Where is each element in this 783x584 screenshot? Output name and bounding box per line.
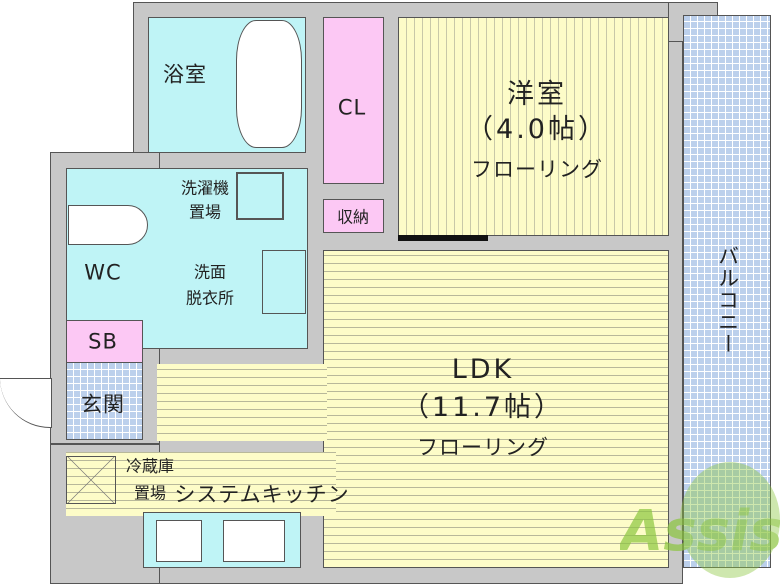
- washroom-label-2: 脱衣所: [185, 288, 235, 308]
- entrance-label: 玄関: [81, 392, 125, 417]
- shoebox-label: SB: [88, 329, 118, 354]
- hallway: [157, 364, 327, 441]
- bath-label: 浴室: [163, 62, 207, 87]
- balcony: [683, 15, 771, 568]
- western-room-size: （4.0帖）: [466, 113, 608, 145]
- toilet: [68, 205, 148, 245]
- western-room-label: 洋室: [507, 78, 567, 110]
- fridge-label-2: 置場: [133, 483, 167, 503]
- entry-door: [0, 378, 52, 428]
- svg-text:Assist: Assist: [620, 499, 780, 564]
- storage-label: 収納: [336, 207, 370, 227]
- western-room-floor: フローリング: [471, 157, 603, 182]
- ldk-room: [323, 250, 669, 568]
- bathtub: [236, 20, 302, 148]
- wc-label: WC: [84, 260, 122, 285]
- vanity-sink: [262, 250, 306, 314]
- western-room: [398, 17, 669, 236]
- assist-logo: Assist: [620, 462, 780, 578]
- stove-icon: [156, 520, 202, 562]
- entrance: [66, 362, 143, 440]
- fridge-space: [66, 456, 116, 504]
- ldk-size: （11.7帖）: [401, 391, 565, 423]
- washer-label-1: 洗濯機: [180, 178, 230, 198]
- washroom-label-1: 洗面: [193, 262, 227, 282]
- ldk-floor: フローリング: [417, 435, 549, 460]
- balcony-label: バルコニー: [715, 245, 740, 355]
- fridge-label-1: 冷蔵庫: [125, 456, 175, 476]
- partition-door: [398, 235, 488, 241]
- kitchen-label: システムキッチン: [174, 482, 350, 507]
- ldk-label: LDK: [451, 353, 515, 385]
- closet-label: CL: [337, 95, 367, 120]
- storage: [323, 199, 384, 233]
- sink-icon: [223, 520, 285, 562]
- washer-label-2: 置場: [188, 202, 222, 222]
- washer-pan: [236, 172, 284, 220]
- shoe-box: [66, 320, 143, 363]
- closet: [323, 17, 384, 184]
